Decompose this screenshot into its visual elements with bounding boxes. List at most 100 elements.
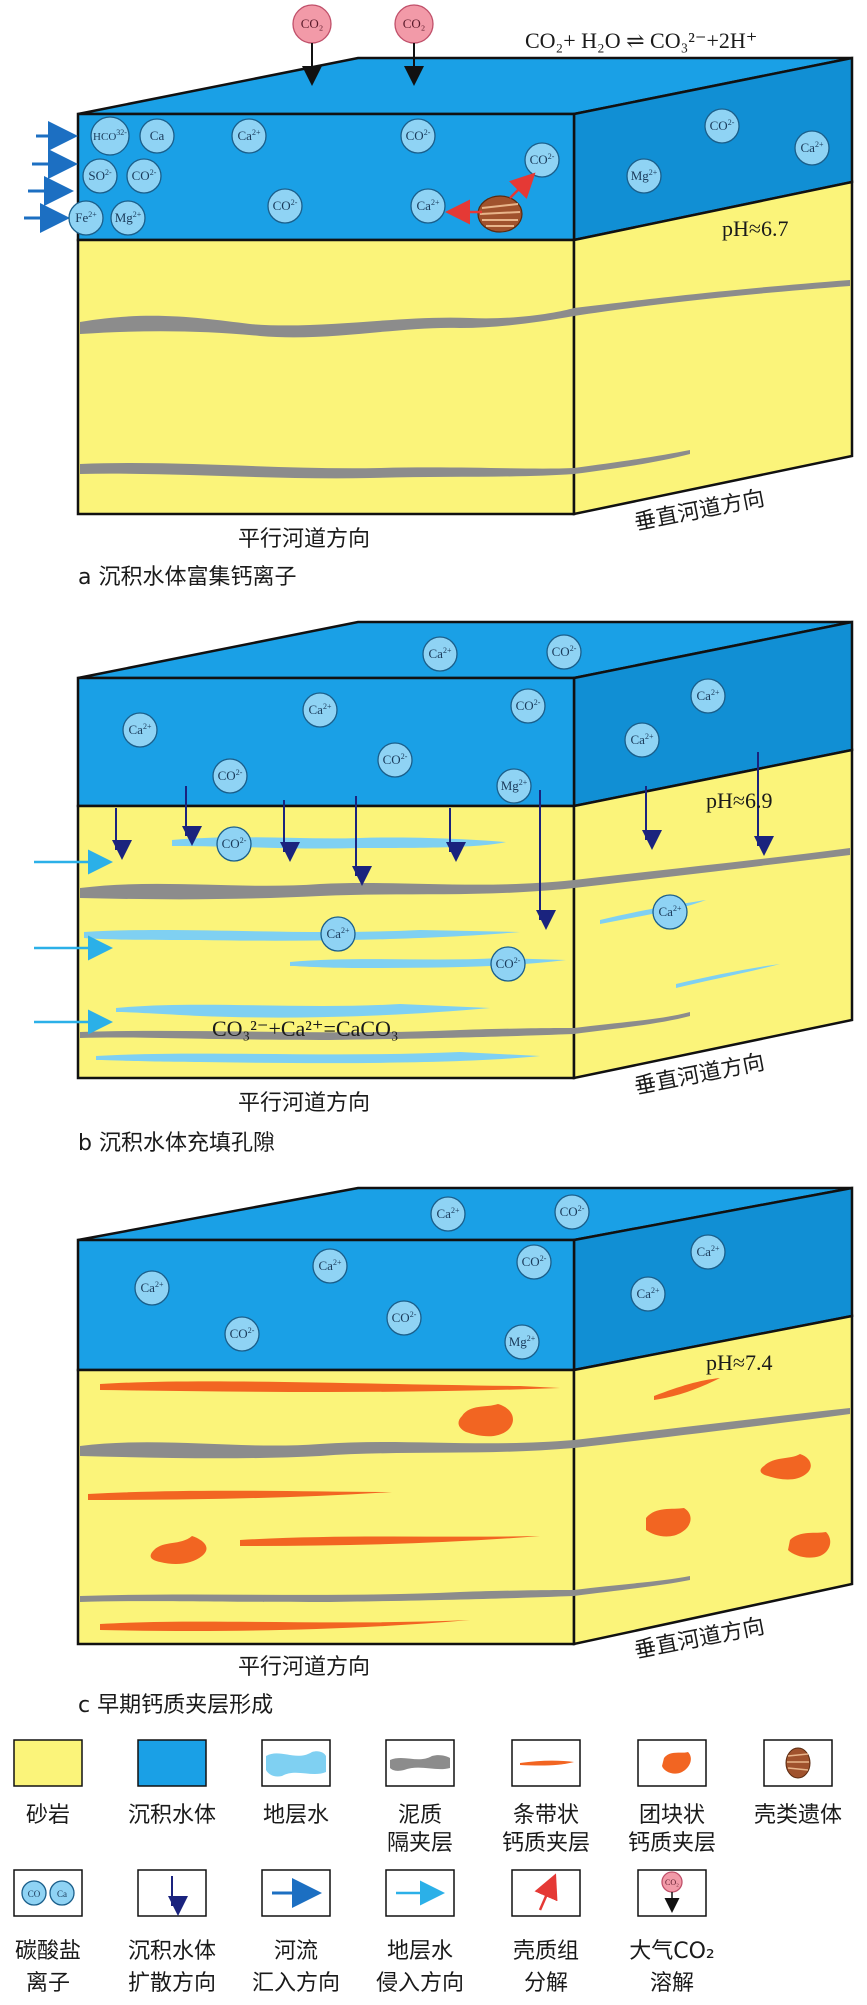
legend-label: 扩散方向 bbox=[128, 1971, 216, 1996]
formation-water bbox=[116, 1004, 490, 1018]
river-arrow-icon bbox=[261, 1869, 331, 1917]
ph-label: pH≈6.7 bbox=[722, 216, 788, 241]
nodular-calcite bbox=[788, 1532, 831, 1558]
nodular-calcite-swatch bbox=[637, 1739, 707, 1787]
sandstone-side-face bbox=[572, 180, 854, 516]
ion-ca: Ca2+ bbox=[624, 722, 660, 758]
banded-calcite bbox=[88, 1490, 392, 1500]
legend: 砂岩 沉积水体 地层水 泥质 隔夹层 条带状 钙质夹层 团块状 钙质夹层 壳类遗… bbox=[13, 1739, 842, 1996]
parallel-label: 平行河道方向 bbox=[238, 1091, 370, 1116]
co2-bubble: CO₂ bbox=[394, 4, 434, 86]
legend-label: 大气CO₂ bbox=[629, 1939, 715, 1964]
legend-label: 地层水 bbox=[387, 1939, 453, 1964]
mud-interlayer bbox=[574, 1408, 850, 1448]
legend-label: 隔夹层 bbox=[387, 1831, 453, 1856]
mud-interlayer bbox=[574, 1012, 690, 1034]
formation-water bbox=[96, 1052, 540, 1064]
legend-label: 壳质组 bbox=[513, 1939, 579, 1964]
diffusion-arrow-icon bbox=[137, 1869, 207, 1917]
svg-text:CO: CO bbox=[28, 1889, 41, 1899]
shell-icon bbox=[477, 195, 523, 233]
panel-b: Ca2+ CO2- Ca2+ Ca2+ CO2- CO2- CO2- Mg2+ … bbox=[34, 620, 854, 1156]
ion-ca: Ca2+ bbox=[320, 916, 356, 952]
legend-label: 离子 bbox=[26, 1971, 70, 1996]
nodular-calcite bbox=[760, 1454, 811, 1480]
ph-label: pH≈7.4 bbox=[706, 1350, 772, 1375]
banded-calcite bbox=[100, 1381, 560, 1392]
legend-label: 团块状 bbox=[639, 1803, 705, 1828]
ion-ca: Ca2+ bbox=[312, 1248, 348, 1284]
ion-ca: Ca2+ bbox=[794, 130, 830, 166]
panel-caption: a 沉积水体富集钙离子 bbox=[78, 565, 296, 590]
banded-calcite bbox=[654, 1378, 720, 1400]
diffusion-arrows bbox=[112, 752, 774, 930]
ion-co3: CO2- bbox=[400, 118, 436, 154]
ion-ca: Ca2+ bbox=[122, 712, 158, 748]
legend-label: 钙质夹层 bbox=[628, 1831, 716, 1856]
ion-hco3: HCO32- bbox=[90, 116, 130, 156]
ion-ca: Ca bbox=[139, 118, 175, 154]
ion-mg: Mg2+ bbox=[504, 1324, 540, 1360]
shell-icon bbox=[763, 1739, 833, 1787]
parallel-label: 平行河道方向 bbox=[238, 1655, 370, 1680]
panel-a: CO₂ CO₂ CO₂+ H₂O ⇌ CO₃²⁻+2H⁺ HCO32- Ca S… bbox=[24, 4, 854, 590]
co2-bubble: CO₂ bbox=[292, 4, 332, 86]
ion-co3: CO2- bbox=[267, 188, 303, 224]
ion-co3: CO2- bbox=[516, 1244, 552, 1280]
shell-decomp-arrow-icon bbox=[511, 1869, 581, 1917]
nodular-calcite bbox=[458, 1404, 513, 1437]
legend-label: 分解 bbox=[524, 1971, 568, 1996]
ion-mg: Mg2+ bbox=[626, 158, 662, 194]
legend-label: 砂岩 bbox=[26, 1803, 70, 1828]
sandstone-swatch bbox=[13, 1739, 83, 1787]
mud-interlayer bbox=[574, 1576, 690, 1596]
mud-interlayer bbox=[80, 880, 574, 900]
ion-co3: CO2- bbox=[377, 742, 413, 778]
ion-ca: Ca2+ bbox=[652, 894, 688, 930]
legend-label: 壳类遗体 bbox=[754, 1803, 842, 1828]
ph-label: pH≈6.9 bbox=[706, 788, 772, 813]
ion-ca: Ca2+ bbox=[231, 118, 267, 154]
carbonate-ion-icon: CO Ca bbox=[13, 1869, 83, 1917]
formation-water bbox=[172, 837, 506, 849]
ion-co3: CO2- bbox=[126, 158, 162, 194]
legend-label: 汇入方向 bbox=[252, 1971, 340, 1996]
ion-co3: CO2- bbox=[546, 634, 582, 670]
formation-water bbox=[84, 930, 520, 941]
mud-interlayer bbox=[80, 463, 574, 479]
mud-interlayer bbox=[80, 308, 574, 338]
formation-water-swatch bbox=[261, 1739, 331, 1787]
ion-co3: CO2- bbox=[490, 946, 526, 982]
panel-caption: b 沉积水体充填孔隙 bbox=[78, 1131, 275, 1156]
ion-co3: CO2- bbox=[510, 688, 546, 724]
svg-text:CO₂: CO₂ bbox=[301, 16, 324, 31]
ion-co3: CO2- bbox=[704, 108, 740, 144]
water-swatch bbox=[137, 1739, 207, 1787]
legend-label: 沉积水体 bbox=[128, 1939, 216, 1964]
ion-co3: CO2- bbox=[224, 1316, 260, 1352]
co2-dissolution-icon: CO₂ bbox=[637, 1869, 707, 1917]
ion-co3: CO2- bbox=[216, 826, 252, 862]
svg-text:Ca: Ca bbox=[57, 1889, 67, 1899]
legend-label: 侵入方向 bbox=[376, 1971, 464, 1996]
banded-calcite-swatch bbox=[511, 1739, 581, 1787]
mud-interlayer bbox=[80, 1028, 574, 1040]
equilibrium-equation: CO₂+ H₂O ⇌ CO₃²⁻+2H⁺ bbox=[525, 28, 757, 53]
nodular-calcite bbox=[150, 1536, 207, 1564]
panel-caption: c 早期钙质夹层形成 bbox=[78, 1693, 273, 1718]
ion-ca: Ca2+ bbox=[690, 1234, 726, 1270]
ion-ca: Ca2+ bbox=[630, 1276, 666, 1312]
ion-ca: Ca2+ bbox=[690, 678, 726, 714]
legend-label: 河流 bbox=[274, 1939, 318, 1964]
legend-label: 碳酸盐 bbox=[15, 1939, 81, 1964]
legend-label: 条带状 bbox=[513, 1803, 579, 1828]
formation-water bbox=[676, 964, 780, 988]
ion-ca: Ca2+ bbox=[302, 692, 338, 728]
svg-text:CO₂: CO₂ bbox=[403, 16, 426, 31]
ion-mg: Mg2+ bbox=[496, 768, 532, 804]
banded-calcite bbox=[240, 1536, 540, 1546]
ion-ca: Ca2+ bbox=[422, 636, 458, 672]
ion-ca: Ca2+ bbox=[430, 1196, 466, 1232]
ion-fe: Fe2+ bbox=[68, 200, 104, 236]
